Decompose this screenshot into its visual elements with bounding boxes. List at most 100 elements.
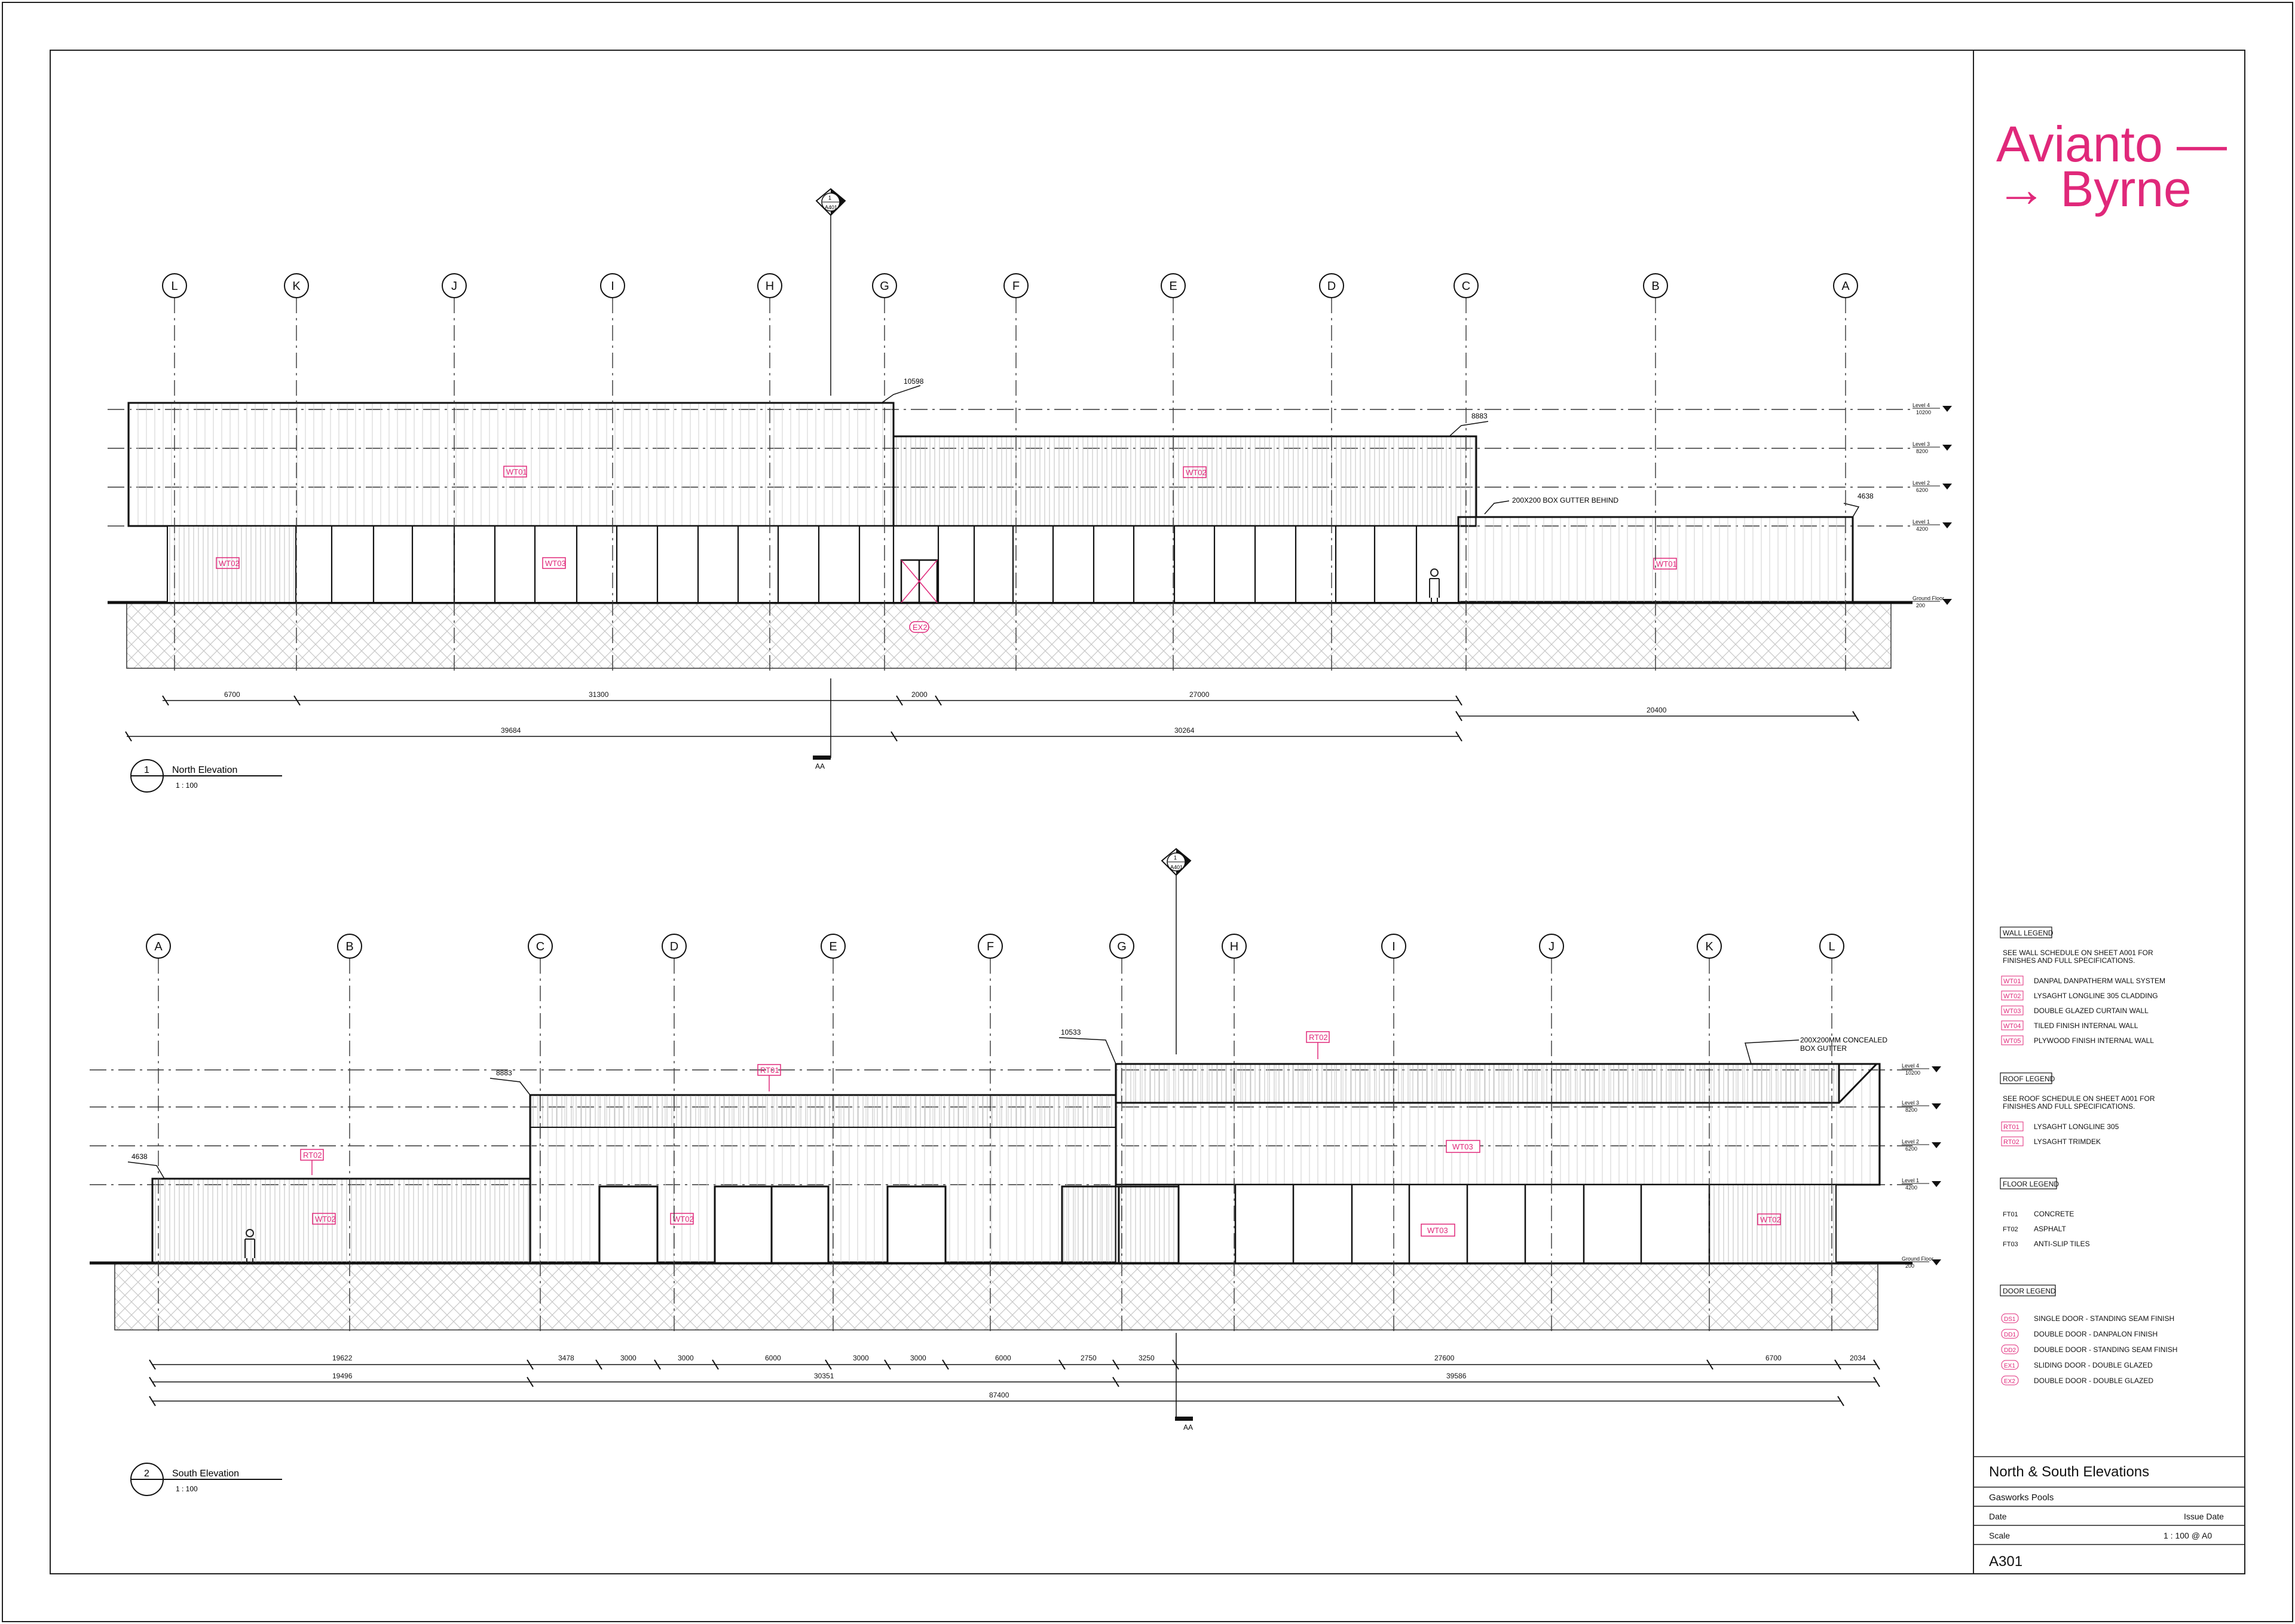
floor-legend-tag: FT02 [2003,1226,2018,1233]
roof-legend-text: LYSAGHT LONGLINE 305 [2034,1123,2119,1131]
wall-legend-text: PLYWOOD FINISH INTERNAL WALL [2034,1036,2154,1045]
north-dim-7: 20400 [1647,706,1667,714]
roof-legend-note-2: FINISHES AND FULL SPECIFICATIONS. [2003,1102,2135,1111]
roof-legend-tag: RT02 [2003,1139,2019,1146]
north-section-line-label: AA [815,762,825,770]
north-dim-1: 6700 [224,690,240,699]
brand-logo: Avianto — → Byrne [1996,116,2227,217]
door-legend-tag: DD2 [2004,1347,2016,1354]
north-dim-6: 30264 [1174,726,1195,735]
south-grid-label: B [345,940,353,953]
level-marker-icon [1932,1259,1941,1265]
south-grid-label: D [670,940,678,953]
title-block: North & South Elevations Gasworks Pools … [1973,1456,2245,1570]
north-section-ref-bottom: A401 [825,204,837,210]
north-grid-bubble-h [757,273,782,298]
level-marker-icon [1932,1103,1941,1109]
level-value: 10200 [1916,409,1931,415]
north-entry-door [900,559,938,604]
sheet-title: North & South Elevations [1989,1464,2149,1480]
wall-legend-note-2: FINISHES AND FULL SPECIFICATIONS. [2003,956,2135,965]
north-grid-bubble-f [1003,273,1029,298]
level-value: 8200 [1916,448,1928,454]
south-section-line-label: AA [1183,1423,1193,1432]
north-grid-bubble-c [1454,273,1479,298]
south-grid-label: H [1230,940,1238,953]
north-wt02-panel [167,525,296,603]
south-grid-bubble-b [337,934,362,959]
south-grid-label: F [987,940,994,953]
north-view-scale: 1 : 100 [176,781,198,790]
north-tag-4: WT03 [545,559,566,568]
north-view-number: 1 [144,765,149,775]
south-elevation: 10533 8883 4638 200X200MM CONCEALED BOX … [90,848,1912,1496]
south-tag-1: RT02 [1309,1033,1328,1042]
level-name: Level 3 [1912,441,1930,447]
north-tag-5: WT01 [1656,559,1677,568]
level-name: Level 2 [1912,480,1930,486]
south-gutter-note-1: 200X200MM CONCEALED [1800,1036,1887,1044]
north-grid-bubble-l [162,273,187,298]
north-roof-height-3: 4638 [1858,492,1874,500]
door-legend-text: DOUBLE DOOR - DOUBLE GLAZED [2034,1377,2153,1385]
north-tag-1: WT01 [506,467,527,476]
level-marker-icon [1932,1181,1941,1187]
door-legend-text: SLIDING DOOR - DOUBLE GLAZED [2034,1361,2153,1369]
south-tag-7: WT03 [1427,1226,1448,1235]
south-tall-fascia [1115,1063,1840,1104]
south-tags: RT02 RT01 RT02 WT02 WT02 WT03 WT03 WT02 [300,1031,1781,1237]
south-view-number: 2 [144,1469,149,1479]
north-grid-label: B [1651,280,1659,293]
north-elevation: 10598 8883 4638 200X200 BOX GUTTER BEHIN… [108,188,1912,793]
door-legend-items: DS1 SINGLE DOOR - STANDING SEAM FINISH D… [2001,1313,2177,1386]
south-dim-6: 3000 [853,1354,869,1362]
level-name: Ground Floor [1902,1256,1933,1262]
south-dim-1: 19622 [332,1354,353,1362]
south-grid-bubble-a [146,934,171,959]
level-marker-icon [1942,599,1952,605]
south-view-name: South Elevation [172,1469,239,1479]
north-view-name: North Elevation [172,765,237,775]
north-grid-bubble-g [872,273,897,298]
level-value: 200 [1905,1263,1914,1269]
floor-legend-heading: FLOOR LEGEND [2003,1180,2059,1188]
south-grid-label: L [1828,940,1835,953]
floor-legend-tag: FT01 [2003,1211,2018,1218]
floor-legend-text: CONCRETE [2034,1210,2074,1218]
south-dim-11: 27600 [1434,1354,1455,1362]
wall-legend-tag: WT04 [2003,1023,2021,1030]
date-label: Date [1989,1512,2007,1521]
south-tag-8: WT02 [1760,1215,1781,1224]
south-dim-9: 2750 [1081,1354,1097,1362]
south-tag-5: WT02 [673,1215,694,1224]
door-legend-tag: DD1 [2004,1332,2016,1338]
north-tag-2: WT02 [1186,468,1207,477]
level-name: Ground Floor [1912,595,1944,601]
inner-border [50,50,2245,1574]
north-grid-bubble-d [1319,273,1344,298]
north-grid-bubble-i [600,273,625,298]
south-dim-12: 6700 [1765,1354,1782,1362]
south-grid-label: A [154,940,163,953]
north-grid-label: K [292,280,301,293]
south-grid-bubble-c [528,934,553,959]
north-grid-bubble-k [284,273,309,298]
south-grid-bubble-e [821,934,846,959]
level-value: 6200 [1905,1146,1917,1152]
south-grid-bubble-i [1381,934,1406,959]
south-person-figure [244,1229,255,1263]
south-grid-bubble-h [1222,934,1247,959]
north-roof-height-1: 10598 [904,377,924,386]
level-name: Level 3 [1902,1100,1919,1106]
south-grid-label: J [1549,940,1555,953]
north-dim-2: 31300 [589,690,609,699]
level-marker-icon [1942,484,1952,490]
door-legend-heading: DOOR LEGEND [2003,1287,2056,1295]
north-dimensions [125,695,1859,742]
wall-legend-tag: WT03 [2003,1008,2021,1015]
north-grid-label: E [1169,280,1177,293]
south-dimensions [149,1359,1880,1406]
south-dim-17: 87400 [989,1391,1009,1399]
